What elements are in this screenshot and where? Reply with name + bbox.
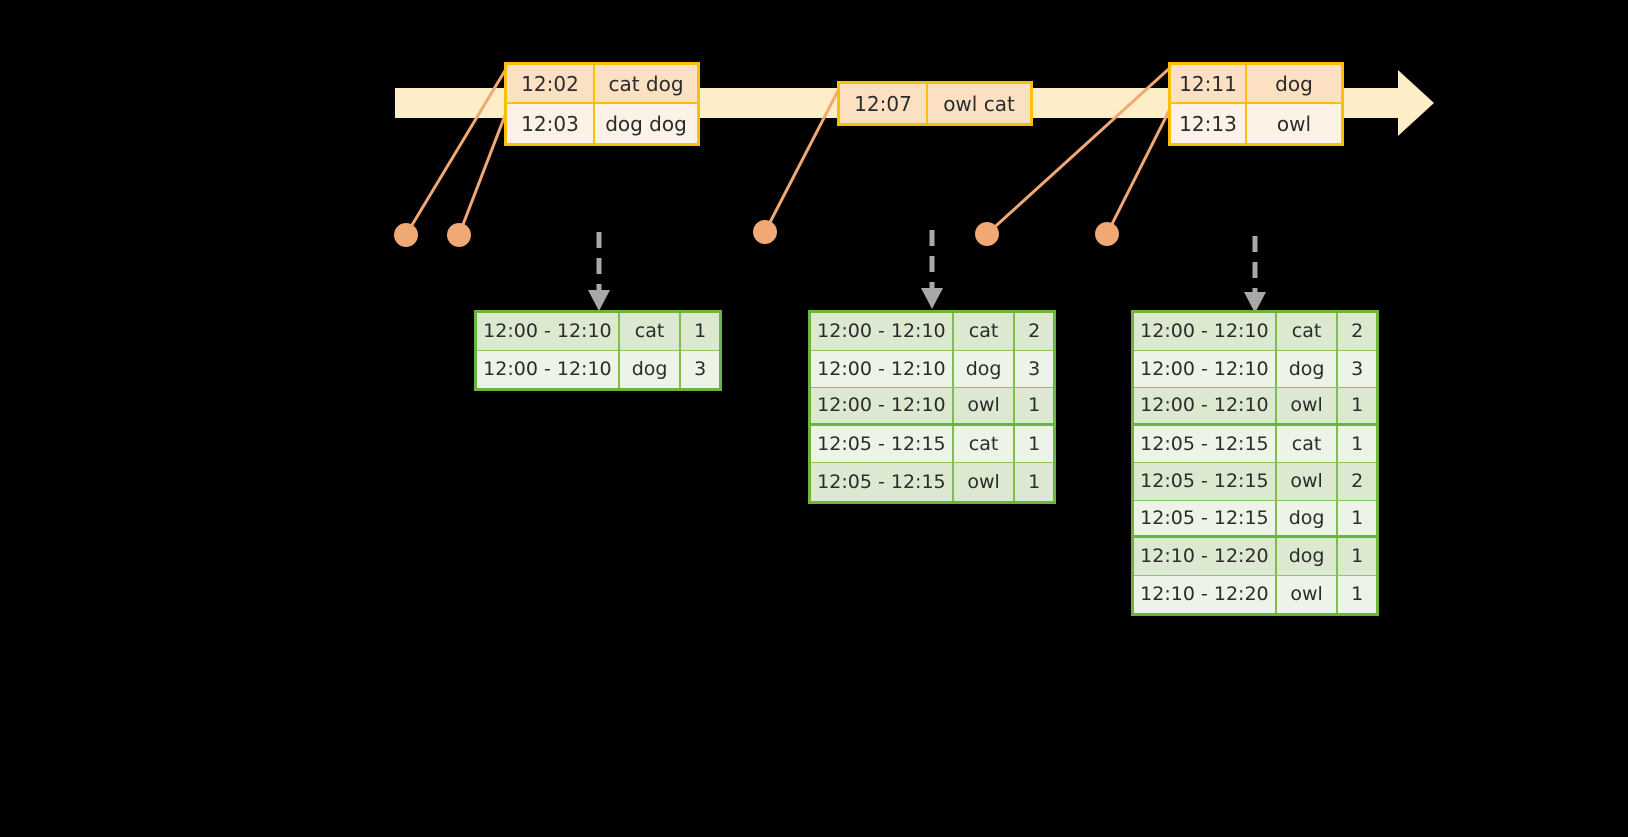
cell-count: 1 [1028, 432, 1041, 455]
cell-window: 12:05 - 12:15 [1134, 463, 1277, 500]
cell-word: owl [954, 463, 1016, 501]
event-box-group-3[interactable]: 12:11 dog 12:13 owl [1168, 62, 1344, 146]
marker-dot-5 [1095, 222, 1119, 246]
cell-count: 2 [1351, 320, 1364, 343]
cell-word: dog [1277, 350, 1339, 387]
cell-count: 1 [1028, 394, 1041, 417]
cell-window: 12:05 - 12:15 [811, 425, 954, 462]
cell-word: owl [1277, 575, 1339, 613]
marker-dots [394, 220, 1119, 247]
dashed-arrowhead-icon-2 [921, 288, 943, 309]
cell-word: dog [620, 350, 682, 388]
cell-window: 12:00 - 12:10 [811, 313, 954, 350]
event-time: 12:03 [507, 104, 595, 143]
event-row: 12:13 owl [1171, 104, 1341, 143]
dashed-arrowhead-icon-1 [588, 290, 610, 311]
cell-window: 12:10 - 12:20 [1134, 538, 1277, 575]
cell-count: 3 [1028, 357, 1041, 380]
event-time: 12:13 [1171, 104, 1247, 143]
cell-count: 1 [1351, 432, 1364, 455]
event-time: 12:07 [840, 84, 928, 123]
marker-dot-2 [447, 223, 471, 247]
event-words: cat dog [608, 71, 684, 96]
cell-word: dog [954, 350, 1016, 387]
event-time: 12:11 [1171, 65, 1247, 102]
cell-word: dog [1277, 538, 1339, 575]
cell-word: owl [1277, 463, 1339, 500]
cell-count: 1 [1351, 545, 1364, 568]
cell-window: 12:00 - 12:10 [477, 313, 620, 350]
cell-window: 12:10 - 12:20 [1134, 575, 1277, 613]
cell-word: cat [620, 313, 682, 350]
cell-word: cat [954, 313, 1016, 350]
event-box-group-2[interactable]: 12:07 owl cat [837, 81, 1033, 126]
event-row: 12:02 cat dog [507, 65, 697, 104]
cell-count: 1 [1028, 470, 1041, 493]
cell-window: 12:05 - 12:15 [1134, 425, 1277, 462]
cell-window: 12:05 - 12:15 [1134, 500, 1277, 535]
cell-word: cat [954, 425, 1016, 462]
cell-window: 12:00 - 12:10 [1134, 388, 1277, 423]
event-words: owl [1276, 111, 1312, 136]
marker-dot-4 [975, 222, 999, 246]
cell-count: 3 [1351, 357, 1364, 380]
event-words: owl cat [943, 91, 1015, 116]
cell-count: 1 [694, 320, 707, 343]
cell-window: 12:00 - 12:10 [1134, 350, 1277, 387]
cell-window: 12:05 - 12:15 [811, 463, 954, 501]
event-time: 12:02 [507, 65, 595, 102]
marker-dot-3 [753, 220, 777, 244]
cell-count: 1 [1351, 394, 1364, 417]
cell-window: 12:00 - 12:10 [811, 350, 954, 387]
event-row: 12:03 dog dog [507, 104, 697, 143]
event-row: 12:07 owl cat [840, 84, 1030, 123]
cell-word: dog [1277, 500, 1339, 535]
leader-line-2 [457, 104, 511, 236]
cell-count: 2 [1028, 320, 1041, 343]
cell-window: 12:00 - 12:10 [811, 388, 954, 423]
event-box-group-1[interactable]: 12:02 cat dog 12:03 dog dog [504, 62, 700, 146]
cell-count: 1 [1351, 506, 1364, 529]
cell-window: 12:00 - 12:10 [477, 350, 620, 388]
cell-word: owl [1277, 388, 1339, 423]
cell-word: owl [954, 388, 1016, 423]
dashed-arrows [596, 230, 1258, 292]
cell-count: 3 [694, 358, 707, 381]
cell-word: cat [1277, 425, 1339, 462]
event-words: dog [1275, 71, 1313, 96]
leader-line-5 [1105, 104, 1174, 235]
marker-dot-1 [394, 223, 418, 247]
event-words: dog dog [605, 111, 687, 136]
cell-count: 2 [1351, 470, 1364, 493]
cell-count: 1 [1351, 583, 1364, 606]
cell-word: cat [1277, 313, 1339, 350]
event-row: 12:11 dog [1171, 65, 1341, 104]
cell-window: 12:00 - 12:10 [1134, 313, 1277, 350]
timeline-arrowhead-icon [1398, 70, 1434, 136]
